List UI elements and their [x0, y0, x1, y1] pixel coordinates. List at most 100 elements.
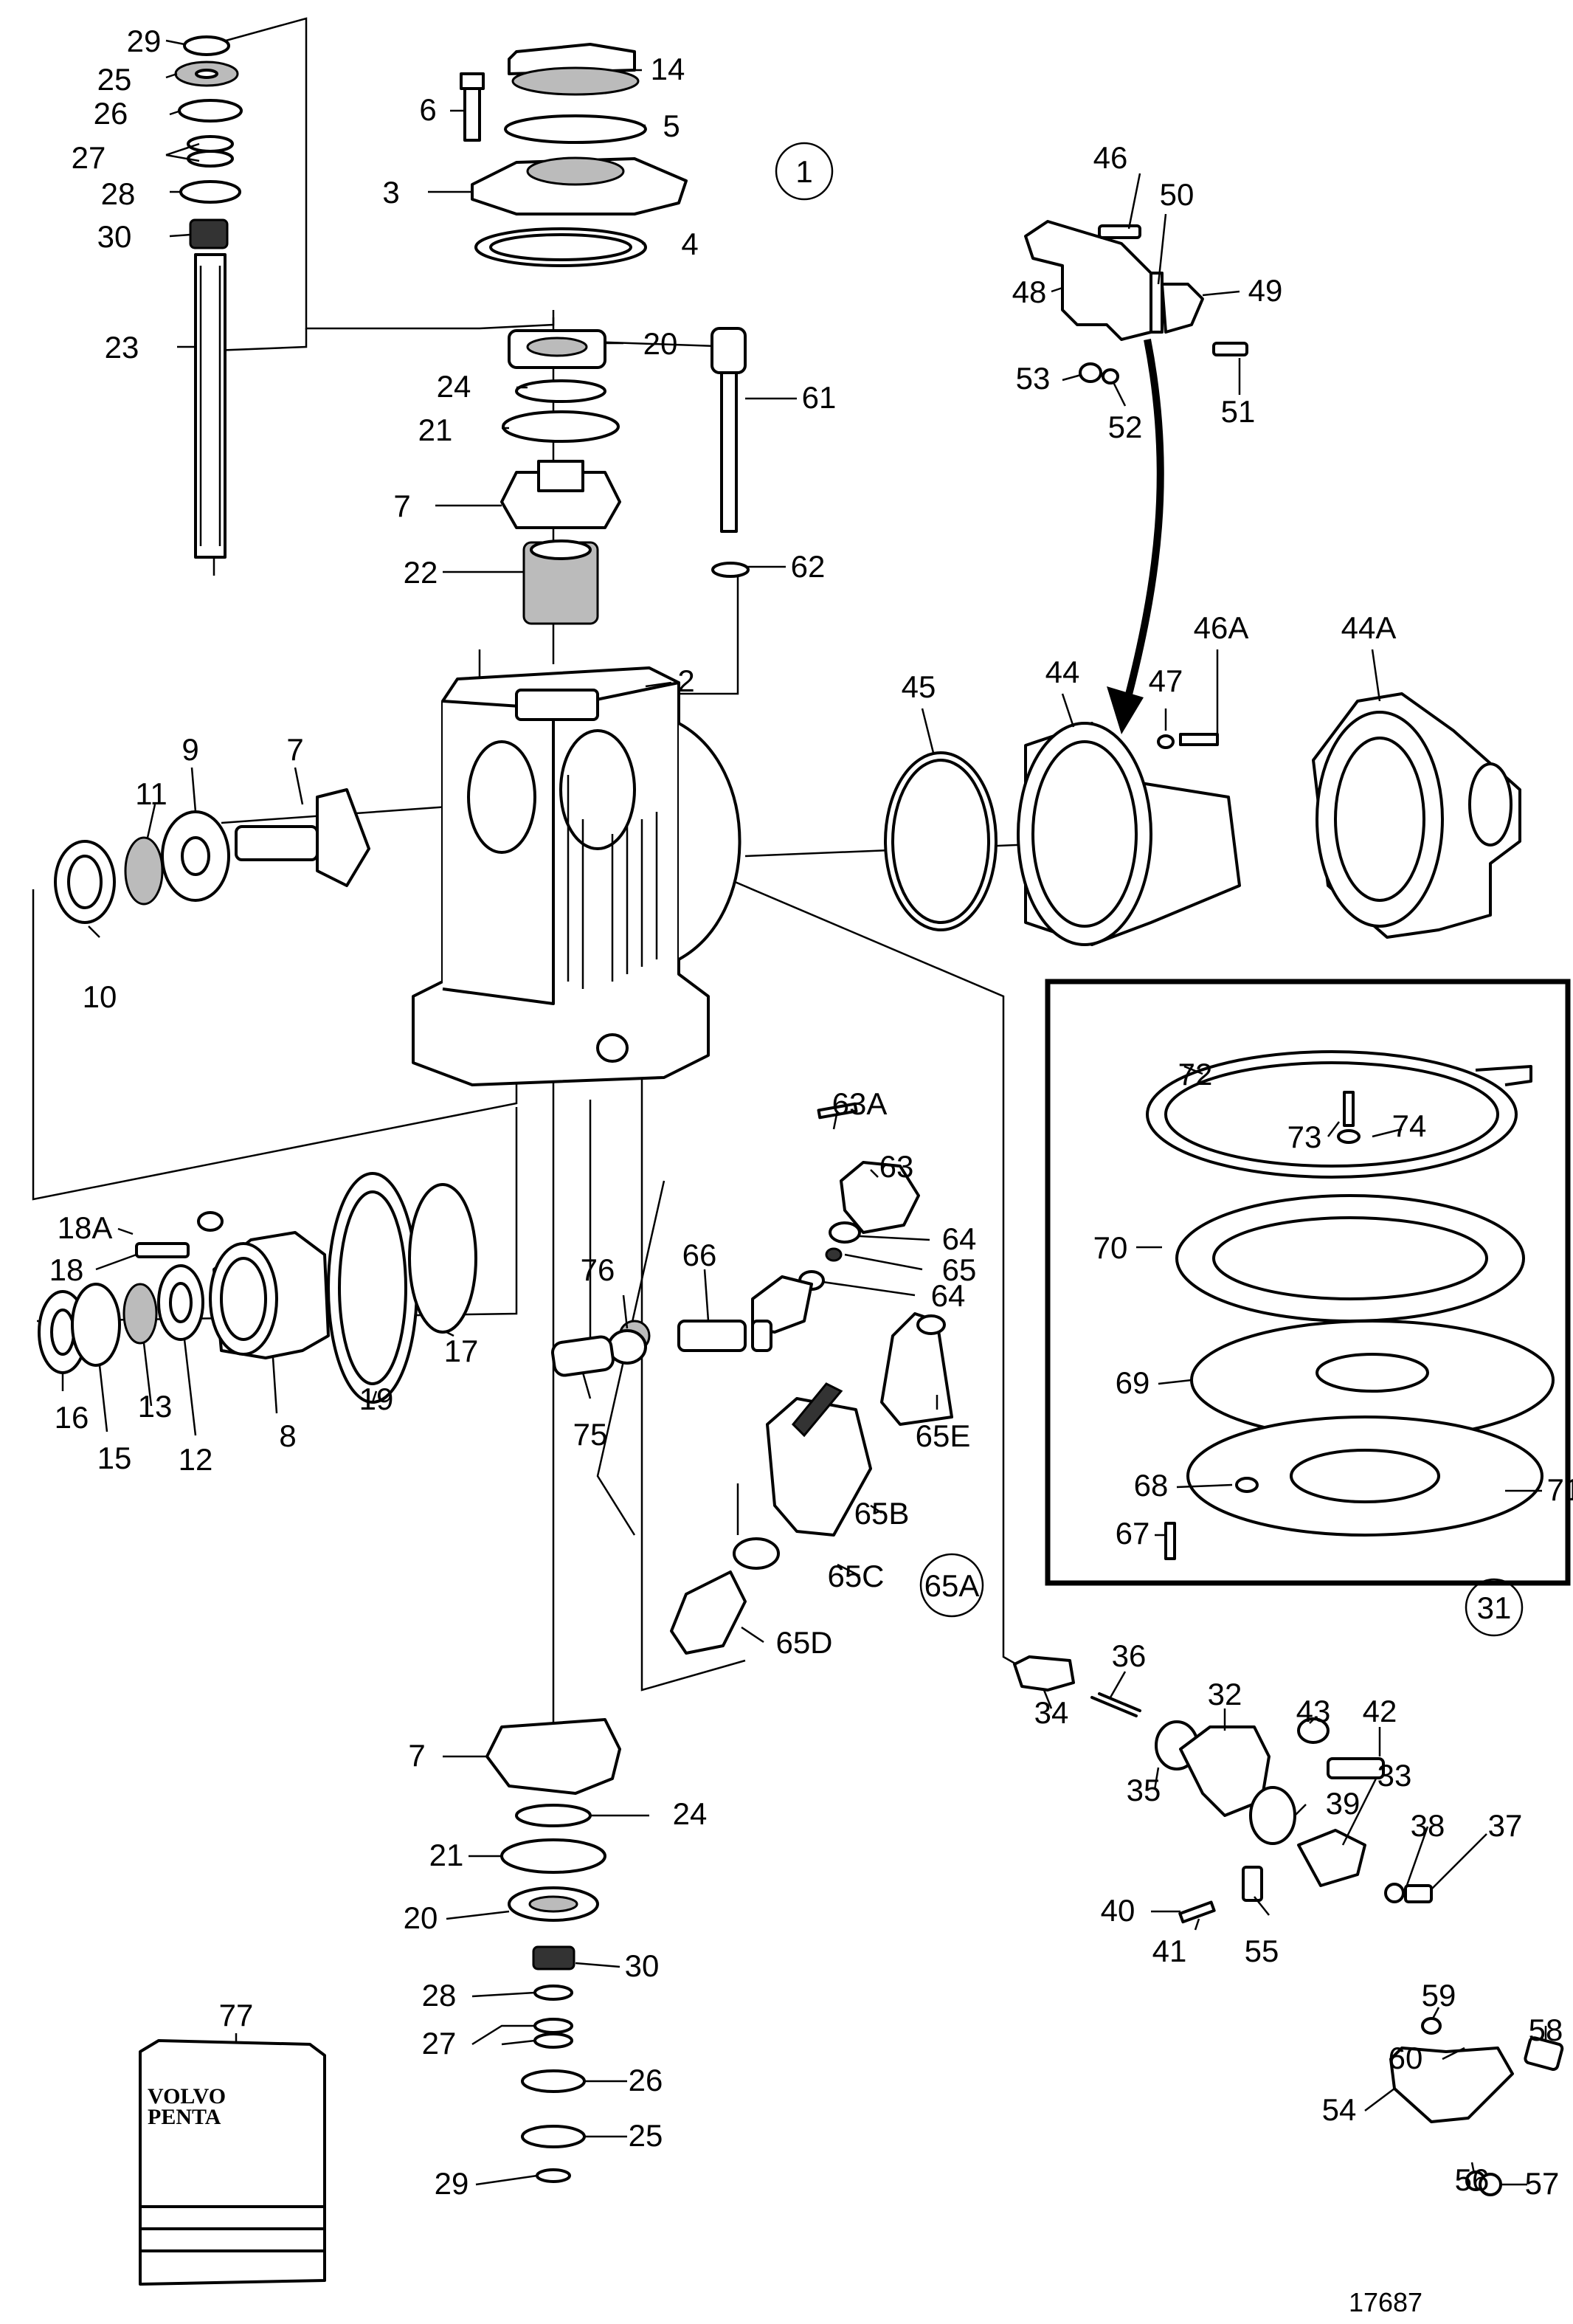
- control-assembly-31: [1013, 1655, 1564, 2196]
- main-housing: [412, 666, 741, 1086]
- part-label: 65D: [775, 1625, 832, 1660]
- part-label: 15: [97, 1441, 132, 1475]
- group-label-65a: 65A: [924, 1568, 980, 1603]
- part-label: 7: [393, 489, 410, 523]
- part-label: 65: [942, 1252, 977, 1287]
- part-label: 5: [663, 108, 680, 143]
- part-label: 60: [1389, 2041, 1423, 2075]
- part-label: 43: [1296, 1694, 1331, 1728]
- circled-group-labels: 1 31 65A: [775, 142, 1524, 1637]
- part-label: 3: [382, 175, 399, 210]
- part-label: 65E: [916, 1418, 971, 1453]
- part-label: 75: [573, 1417, 608, 1452]
- part-label: 18A: [58, 1210, 113, 1245]
- part-label: 19: [359, 1382, 394, 1416]
- part-label: 41: [1152, 1934, 1187, 1968]
- shaft-stack-left: [174, 35, 243, 559]
- part-label: 56: [1455, 2162, 1490, 2197]
- brand-line-2: PENTA: [148, 2105, 221, 2129]
- part-label: 25: [629, 2118, 663, 2153]
- dipstick: [711, 327, 750, 578]
- part-label: 9: [182, 732, 198, 767]
- drive-housing-44: [884, 722, 1241, 946]
- part-label: 39: [1326, 1786, 1361, 1821]
- part-label: 13: [138, 1389, 173, 1424]
- part-label: 8: [279, 1418, 296, 1453]
- part-label: 10: [83, 979, 117, 1014]
- part-label: 38: [1411, 1808, 1445, 1843]
- part-label: 21: [429, 1838, 464, 1872]
- group-label-1: 1: [795, 154, 812, 189]
- part-label: 6: [419, 92, 436, 127]
- part-label: 76: [581, 1252, 615, 1287]
- part-label: 29: [435, 2166, 469, 2201]
- part-label: 55: [1245, 1934, 1279, 1968]
- mounting-arrow: [1107, 339, 1164, 734]
- label-leaders: [61, 39, 1547, 2186]
- part-label: 30: [625, 1948, 660, 1983]
- part-label: 36: [1112, 1638, 1147, 1673]
- part-label: 46A: [1194, 610, 1249, 645]
- part-label: 57: [1525, 2166, 1560, 2201]
- side-pinion: [54, 788, 370, 924]
- upper-gear-stack: [500, 329, 621, 625]
- part-label: 66: [682, 1238, 717, 1272]
- lower-gear-stack: [485, 1718, 621, 2183]
- part-label: 52: [1108, 410, 1143, 444]
- part-label: 54: [1322, 2092, 1357, 2127]
- part-label: 27: [72, 140, 106, 175]
- part-label: 71: [1547, 1472, 1573, 1507]
- part-label: 68: [1134, 1468, 1169, 1503]
- part-label: 18: [49, 1252, 84, 1287]
- part-label: 11: [135, 776, 167, 811]
- part-label: 64: [931, 1278, 966, 1313]
- part-label: 37: [1488, 1808, 1523, 1843]
- part-labels: 2925262728302361453420242172261622465048…: [49, 24, 1573, 2201]
- part-label: 58: [1529, 2013, 1563, 2047]
- part-label: 51: [1221, 394, 1256, 429]
- part-label: 4: [681, 227, 698, 261]
- part-label: 62: [791, 549, 826, 584]
- valve-assembly: [551, 1102, 953, 1655]
- part-label: 20: [643, 326, 678, 361]
- part-label: 65B: [854, 1496, 910, 1531]
- part-label: 14: [651, 52, 685, 86]
- part-label: 64: [942, 1221, 977, 1256]
- part-label: 28: [422, 1978, 457, 2013]
- part-label: 25: [97, 62, 132, 97]
- bolt-47: [1157, 733, 1219, 749]
- part-label: 42: [1363, 1694, 1397, 1728]
- part-label: 32: [1208, 1677, 1242, 1711]
- part-label: 63A: [832, 1086, 888, 1121]
- part-label: 23: [105, 330, 139, 365]
- part-label: 22: [404, 555, 438, 590]
- part-label: 72: [1178, 1057, 1213, 1092]
- part-label: 26: [94, 96, 128, 131]
- part-label: 65C: [827, 1559, 884, 1593]
- inset-box: [1045, 979, 1571, 1586]
- group-label-31: 31: [1477, 1590, 1512, 1625]
- part-label: 59: [1422, 1978, 1456, 2013]
- part-label: 50: [1160, 177, 1195, 212]
- part-label: 44: [1045, 655, 1080, 689]
- part-label: 47: [1149, 663, 1183, 698]
- part-label: 7: [408, 1738, 425, 1773]
- part-label: 21: [418, 413, 453, 447]
- bearing-cap-assembly: [38, 1172, 477, 1404]
- part-label: 29: [127, 24, 162, 58]
- part-label: 24: [673, 1796, 708, 1831]
- bracket-assembly: [1024, 220, 1248, 385]
- part-label: 49: [1248, 273, 1283, 308]
- part-label: 77: [219, 1998, 254, 2032]
- part-label: 35: [1127, 1773, 1161, 1807]
- top-cover-assembly: [460, 43, 688, 267]
- part-label: 28: [101, 176, 136, 211]
- part-label: 73: [1287, 1120, 1322, 1154]
- part-label: 17: [444, 1334, 479, 1368]
- part-label: 7: [286, 732, 303, 767]
- part-label: 24: [437, 369, 471, 404]
- reference-number: 17687: [1349, 2287, 1422, 2317]
- part-label: 67: [1116, 1516, 1150, 1551]
- part-label: 33: [1377, 1758, 1412, 1793]
